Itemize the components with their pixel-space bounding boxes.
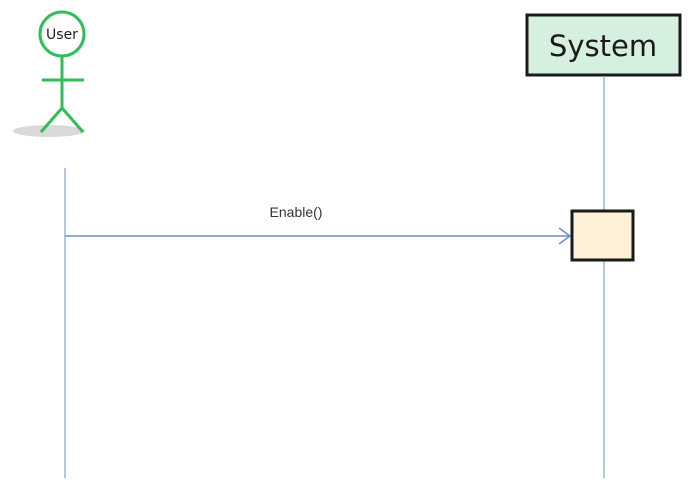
message-label: Enable(): [270, 204, 323, 220]
actor-label: User: [46, 27, 78, 43]
arrowhead-icon: [558, 227, 572, 245]
actor-right-leg: [60, 107, 85, 133]
actor-left-leg: [39, 107, 64, 133]
system-label: System: [549, 29, 657, 63]
activation-box: [570, 209, 635, 262]
system-box: [525, 13, 682, 77]
user-actor: [38, 10, 86, 133]
actor-shadow: [13, 125, 85, 137]
